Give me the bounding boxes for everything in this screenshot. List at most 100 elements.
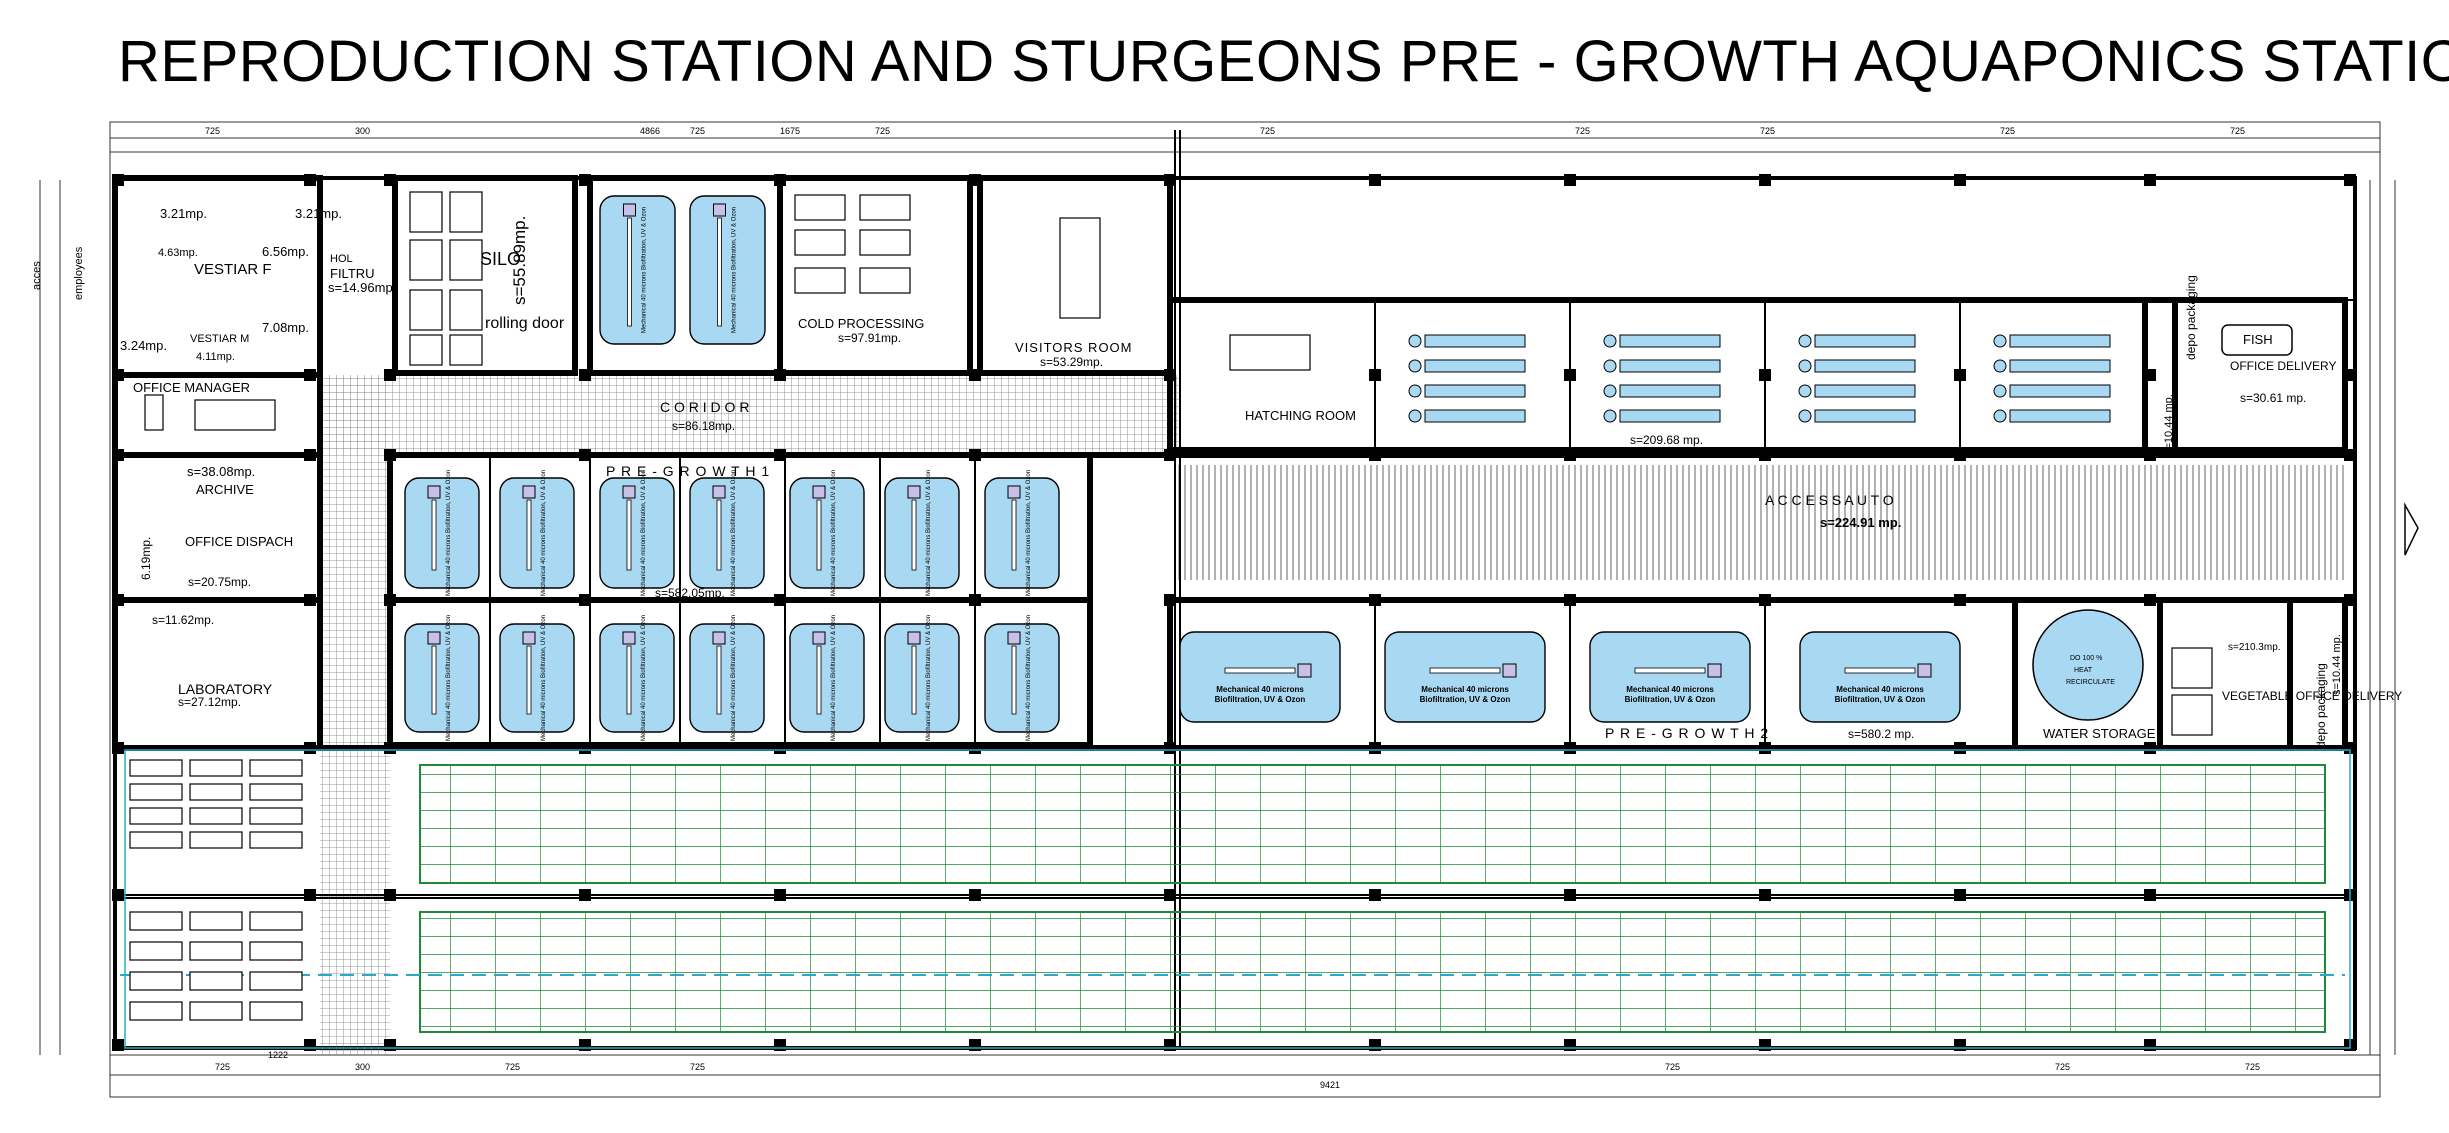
dimension-label: 725 — [1665, 1062, 1680, 1072]
fish-tank — [884, 477, 960, 589]
column — [579, 174, 591, 186]
filter-column-icon — [526, 499, 532, 571]
column — [2144, 174, 2156, 186]
bench — [129, 783, 183, 801]
filter-box-icon — [522, 485, 536, 499]
filter-column-icon — [716, 499, 722, 571]
structural-columns — [112, 174, 2356, 1051]
depo-1-area: s=10.44 mp. — [2163, 394, 2175, 455]
column — [774, 174, 786, 186]
bench — [129, 807, 183, 825]
dimension-label: 300 — [355, 126, 370, 136]
column — [2144, 449, 2156, 461]
dimension-label: 300 — [355, 1062, 370, 1072]
column — [1954, 449, 1966, 461]
column — [304, 369, 316, 381]
dimension-label: 9421 — [1320, 1080, 1340, 1090]
corridor-horizontal — [320, 375, 1180, 455]
tank-label: Mechanical 40 microns Biofiltration, UV … — [641, 615, 647, 741]
fish-tank — [789, 623, 865, 733]
tray-pump-icon — [1993, 384, 2007, 398]
column — [969, 449, 981, 461]
tray-pump-icon — [1798, 384, 1812, 398]
filter-column-icon — [626, 499, 632, 571]
column — [2344, 742, 2356, 754]
area-324: 3.24mp. — [120, 338, 167, 353]
column — [2144, 742, 2156, 754]
dimension-label: 725 — [215, 1062, 230, 1072]
filter-box-icon — [812, 485, 826, 499]
column — [1954, 742, 1966, 754]
corridor-vertical — [320, 375, 390, 1055]
bench — [129, 1001, 183, 1021]
column — [969, 1039, 981, 1051]
access-auto-hatch — [1175, 465, 2345, 580]
bench — [249, 831, 303, 849]
column — [1164, 449, 1176, 461]
column — [774, 1039, 786, 1051]
dimension-label: 4866 — [640, 126, 660, 136]
tank-text-3: RECIRCULATE — [2066, 679, 2115, 686]
filter-column-icon — [627, 217, 632, 327]
tank-label-line1: Mechanical 40 microns — [1626, 685, 1714, 694]
hatching-tray — [1424, 359, 1526, 373]
column — [2344, 174, 2356, 186]
fish-tank — [1179, 631, 1341, 723]
tank-label-line1: Mechanical 40 microns — [1216, 685, 1304, 694]
dimension-lines — [39, 121, 2396, 1098]
tank-label: Mechanical 40 microns Biofiltration, UV … — [831, 615, 837, 741]
column — [1759, 1039, 1771, 1051]
fish-tank — [984, 623, 1060, 733]
fish-tank — [689, 623, 765, 733]
plan-title: REPRODUCTION STATION AND STURGEONS PRE -… — [118, 29, 2449, 94]
column — [2344, 594, 2356, 606]
hatching-tray — [1814, 409, 1916, 423]
bench — [189, 911, 243, 931]
tank-text-2: HEAT — [2074, 667, 2093, 674]
column — [1954, 174, 1966, 186]
hatching-tray — [1814, 359, 1916, 373]
column — [2344, 449, 2356, 461]
column — [304, 449, 316, 461]
tray-pump-icon — [1993, 409, 2007, 423]
hatching-tray — [1814, 334, 1916, 348]
filter-column-icon — [626, 645, 632, 715]
column — [384, 742, 396, 754]
column — [1164, 889, 1176, 901]
tray-pump-icon — [1408, 384, 1422, 398]
column — [1759, 174, 1771, 186]
visitors-room-area: s=53.29mp. — [1040, 355, 1103, 369]
column — [579, 369, 591, 381]
hatching-tray — [2009, 409, 2111, 423]
column — [304, 1039, 316, 1051]
pre-growth-2-label: P R E - G R O W T H 2 — [1605, 725, 1769, 741]
column — [1369, 369, 1381, 381]
filter-box-icon — [1007, 631, 1021, 645]
column — [1564, 1039, 1576, 1051]
tank-label: Mechanical 40 microns Biofiltration, UV … — [446, 615, 452, 741]
fish-office-label: OFFICE DELIVERY — [2230, 359, 2336, 373]
column — [579, 449, 591, 461]
fish-tank — [499, 623, 575, 733]
column — [1954, 1039, 1966, 1051]
column — [112, 1039, 124, 1051]
hol-label: HOL — [330, 253, 353, 265]
column — [112, 449, 124, 461]
dimension-label: 725 — [690, 1062, 705, 1072]
column — [384, 1039, 396, 1051]
column — [1164, 594, 1176, 606]
hatching-tray — [1424, 334, 1526, 348]
fish-tank — [789, 477, 865, 589]
column — [774, 449, 786, 461]
column — [1369, 742, 1381, 754]
bench — [129, 971, 183, 991]
grow-area-outline — [124, 749, 2351, 1049]
tank-label: Mechanical 40 microns Biofiltration, UV … — [926, 615, 932, 741]
archive-label: ARCHIVE — [196, 482, 254, 497]
sink-units — [2171, 647, 2213, 736]
column — [1164, 1039, 1176, 1051]
tank-label: Mechanical 40 microns Biofiltration, UV … — [641, 470, 647, 596]
column — [1954, 889, 1966, 901]
